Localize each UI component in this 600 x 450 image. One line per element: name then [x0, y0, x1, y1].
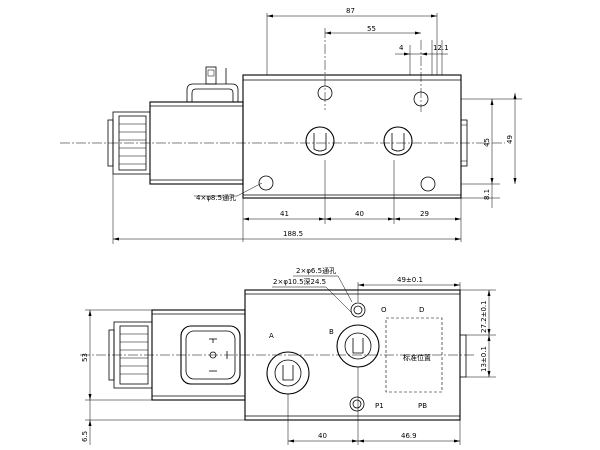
dim-188-5: 188.5: [283, 230, 303, 238]
note-through-holes: 2×φ6.5通孔: [296, 266, 336, 275]
dim-27-2: 27.2±0.1: [480, 300, 488, 333]
top-mount-hole-bl: [258, 175, 274, 191]
top-plug-pin: [205, 66, 217, 85]
top-port-left: [305, 126, 335, 156]
dim-40-bottom: 40: [318, 432, 327, 440]
dim-40-top: 40: [355, 210, 364, 218]
label-std-position: 标准位置: [403, 353, 431, 362]
port-label-a: A: [269, 332, 274, 340]
dim-8-1: 8.1: [483, 189, 491, 200]
top-view: 87 55 4 12.1 45 49 8.1 4×φ8.5通孔: [60, 7, 522, 244]
bottom-right-stub: [459, 334, 467, 378]
top-port-right: [383, 126, 413, 156]
dim-12-1: 12.1: [433, 44, 449, 52]
dim-49-tol: 49±0.1: [397, 276, 423, 284]
bottom-view: 标准位置 A B O D P1 PB 2×φ6.5通孔 2×φ10.5深24.5…: [80, 266, 496, 445]
dim-41: 41: [280, 210, 289, 218]
port-label-p1: P1: [375, 402, 384, 410]
dim-13: 13±0.1: [480, 346, 488, 372]
dim-87: 87: [346, 7, 355, 15]
port-label-pb: PB: [418, 402, 427, 410]
dim-4: 4: [399, 44, 404, 52]
dim-49: 49: [506, 135, 514, 144]
bottom-hole-top: [350, 302, 366, 318]
bottom-din-plug: [180, 325, 241, 385]
bottom-hole-bottom: [349, 396, 365, 412]
top-valve-body: [242, 74, 462, 199]
port-label-o: O: [381, 306, 387, 314]
note-counterbore: 2×φ10.5深24.5: [273, 277, 326, 286]
top-right-stub: [460, 119, 468, 167]
port-label-b: B: [329, 328, 334, 336]
port-label-d: D: [419, 306, 424, 314]
top-mount-hole-br: [420, 176, 436, 192]
dim-6-5: 6.5: [81, 431, 89, 442]
note-4-holes: 4×φ8.5通孔: [196, 193, 236, 202]
top-plug-connector: [186, 83, 239, 102]
dim-45: 45: [483, 138, 491, 147]
dim-29: 29: [420, 210, 429, 218]
bottom-port-a: [266, 351, 310, 395]
dim-46-9: 46.9: [401, 432, 417, 440]
dim-53: 53: [81, 353, 89, 362]
bottom-port-b: [336, 324, 380, 368]
dim-55: 55: [367, 25, 376, 33]
std-position-box: [385, 317, 443, 393]
